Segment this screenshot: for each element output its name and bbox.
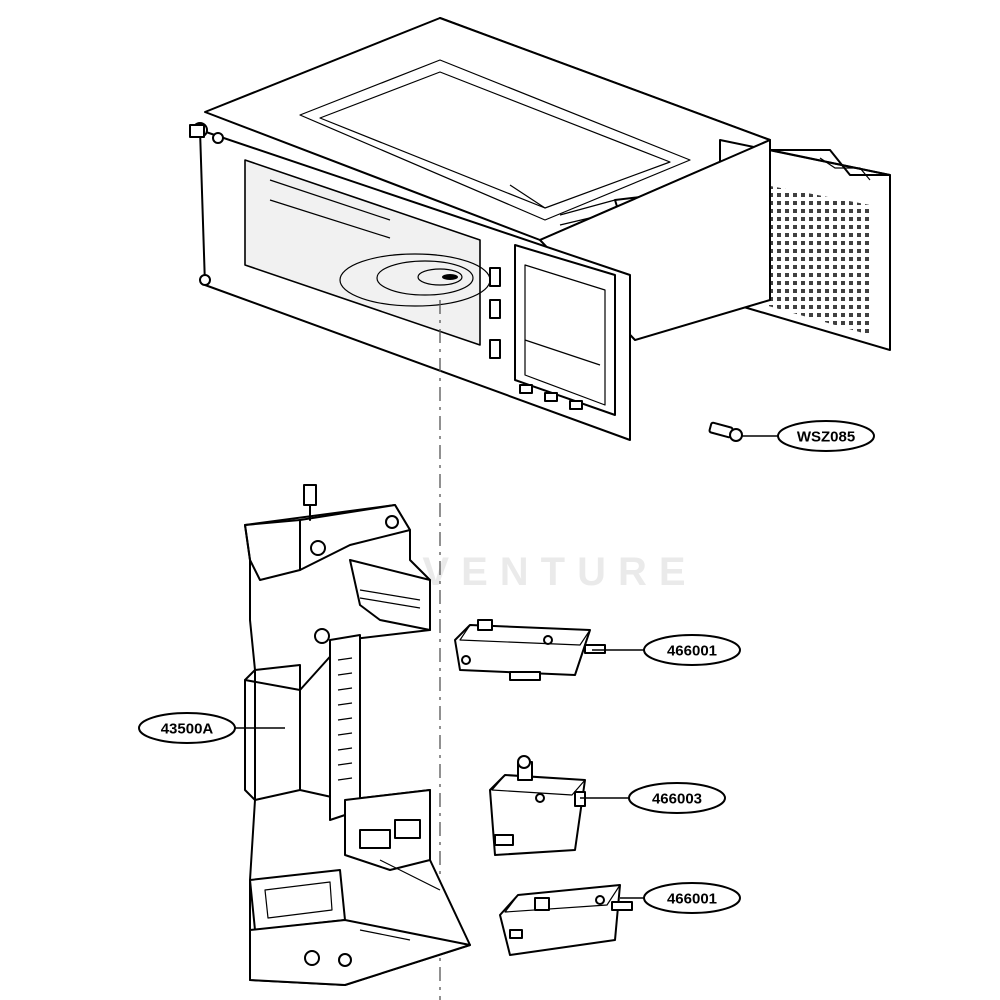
svg-text:VENTURE: VENTURE — [422, 550, 697, 594]
label-466001-bottom: 466001 — [667, 891, 717, 908]
label-466001-top: 466001 — [667, 643, 717, 660]
vent-grid — [765, 185, 870, 335]
microswitch-top — [454, 619, 606, 681]
microswitch-middle — [489, 755, 586, 856]
microswitch-bottom — [499, 884, 633, 956]
watermark: VENTURE — [422, 550, 697, 594]
callout-43500a: 43500A — [138, 712, 236, 744]
callout-wsz085: WSZ085 — [777, 420, 875, 452]
label-43500a: 43500A — [161, 721, 214, 738]
screw-wsz085 — [708, 421, 743, 442]
callout-466001-bottom: 466001 — [643, 882, 741, 914]
label-466003: 466003 — [652, 791, 702, 808]
latch-board-bracket — [244, 484, 471, 986]
callout-466001-top: 466001 — [643, 634, 741, 666]
gear-rack — [329, 634, 361, 821]
label-wsz085: WSZ085 — [797, 429, 855, 446]
callout-466003: 466003 — [628, 782, 726, 814]
microwave-cavity-assembly — [189, 17, 891, 441]
